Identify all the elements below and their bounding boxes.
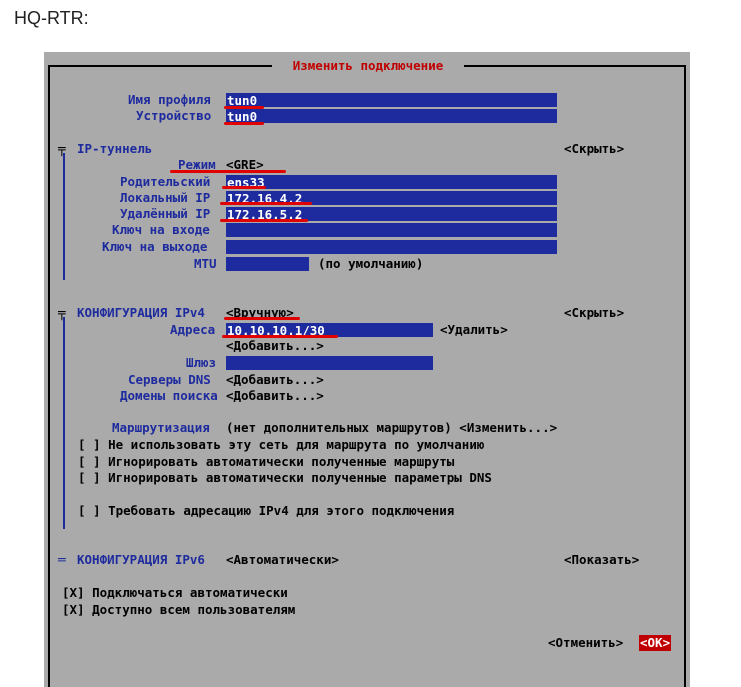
addresses-label: Адреса <box>170 322 216 337</box>
annotation-underline <box>222 186 266 189</box>
require-ipv4-checkbox[interactable]: [ ] Требовать адресацию IPv4 для этого п… <box>78 503 455 518</box>
remote-ip-label: Удалённый IP <box>120 206 211 221</box>
routing-label: Маршрутизация <box>112 420 210 435</box>
gateway-label: Шлюз <box>186 355 217 370</box>
frame-left <box>48 65 50 687</box>
input-key-input[interactable] <box>226 223 557 237</box>
tunnel-toggle-button[interactable]: <Скрыть> <box>564 141 625 156</box>
ipv6-toggle-button[interactable]: <Показать> <box>564 552 640 567</box>
output-key-label: Ключ на выходе <box>102 239 208 254</box>
mtu-default-note: (по умолчанию) <box>318 256 424 271</box>
ipv6-expand-marker[interactable]: ═ <box>58 552 66 567</box>
annotation-underline <box>224 317 300 320</box>
never-default-checkbox[interactable]: [ ] Не использовать эту сеть для маршрут… <box>78 437 485 452</box>
ipv4-collapse-marker[interactable]: ╤ <box>58 305 66 320</box>
ipv4-section-bar <box>63 317 65 529</box>
mtu-label: MTU <box>194 256 217 271</box>
dns-label: Серверы DNS <box>128 372 211 387</box>
remote-ip-input[interactable]: 172.16.5.2 <box>226 207 557 222</box>
local-ip-label: Локальный IP <box>120 190 211 205</box>
nmtui-window: Изменить подключение Имя профиля tun0 Ус… <box>44 52 690 687</box>
caption: HQ-RTR: <box>14 8 89 28</box>
search-domains-add-button[interactable]: <Добавить...> <box>226 388 324 403</box>
annotation-underline <box>224 106 264 109</box>
annotation-underline <box>222 335 338 338</box>
ipv6-mode-select[interactable]: <Автоматически> <box>226 552 339 567</box>
ignore-routes-checkbox[interactable]: [ ] Игнорировать автоматически полученны… <box>78 454 455 469</box>
remove-address-button[interactable]: <Удалить> <box>440 322 508 337</box>
annotation-underline <box>170 170 286 173</box>
device-input[interactable]: tun0 <box>226 109 557 124</box>
cancel-button[interactable]: <Отменить> <box>548 635 624 650</box>
ipv4-header: КОНФИГУРАЦИЯ IPv4 <box>77 305 205 320</box>
address-input[interactable]: 10.10.10.1/30 <box>226 323 433 338</box>
annotation-underline <box>220 202 312 205</box>
annotation-underline <box>224 122 264 125</box>
ok-button[interactable]: <OK> <box>639 635 672 651</box>
gateway-input[interactable] <box>226 356 433 370</box>
frame-right <box>684 65 686 687</box>
annotation-underline <box>220 219 308 222</box>
all-users-checkbox[interactable]: [X] Доступно всем пользователям <box>62 602 296 617</box>
tunnel-header: IP-туннель <box>77 141 153 156</box>
profile-name-label: Имя профиля <box>128 92 211 107</box>
search-domains-label: Домены поиска <box>120 388 218 403</box>
mode-label: Режим <box>178 157 216 172</box>
parent-input[interactable]: ens33 <box>226 175 557 190</box>
ipv4-mode-select[interactable]: <Вручную> <box>226 305 294 320</box>
parent-label: Родительский <box>120 174 211 189</box>
ignore-dns-checkbox[interactable]: [ ] Игнорировать автоматически полученны… <box>78 470 492 485</box>
tunnel-collapse-marker[interactable]: ╤ <box>58 141 66 156</box>
tunnel-section-bar <box>63 153 65 280</box>
output-key-input[interactable] <box>226 240 557 254</box>
dns-add-button[interactable]: <Добавить...> <box>226 372 324 387</box>
dialog-title: Изменить подключение <box>272 58 464 74</box>
ipv4-toggle-button[interactable]: <Скрыть> <box>564 305 625 320</box>
mtu-input[interactable] <box>226 257 309 271</box>
routing-edit-button[interactable]: (нет дополнительных маршрутов) <Изменить… <box>226 420 558 435</box>
device-label: Устройство <box>136 108 212 123</box>
add-address-button[interactable]: <Добавить...> <box>226 338 324 353</box>
mode-select[interactable]: <GRE> <box>226 157 264 172</box>
ipv6-header: КОНФИГУРАЦИЯ IPv6 <box>77 552 205 567</box>
input-key-label: Ключ на входе <box>112 222 210 237</box>
profile-name-input[interactable]: tun0 <box>226 93 557 108</box>
autoconnect-checkbox[interactable]: [X] Подключаться автоматически <box>62 585 288 600</box>
